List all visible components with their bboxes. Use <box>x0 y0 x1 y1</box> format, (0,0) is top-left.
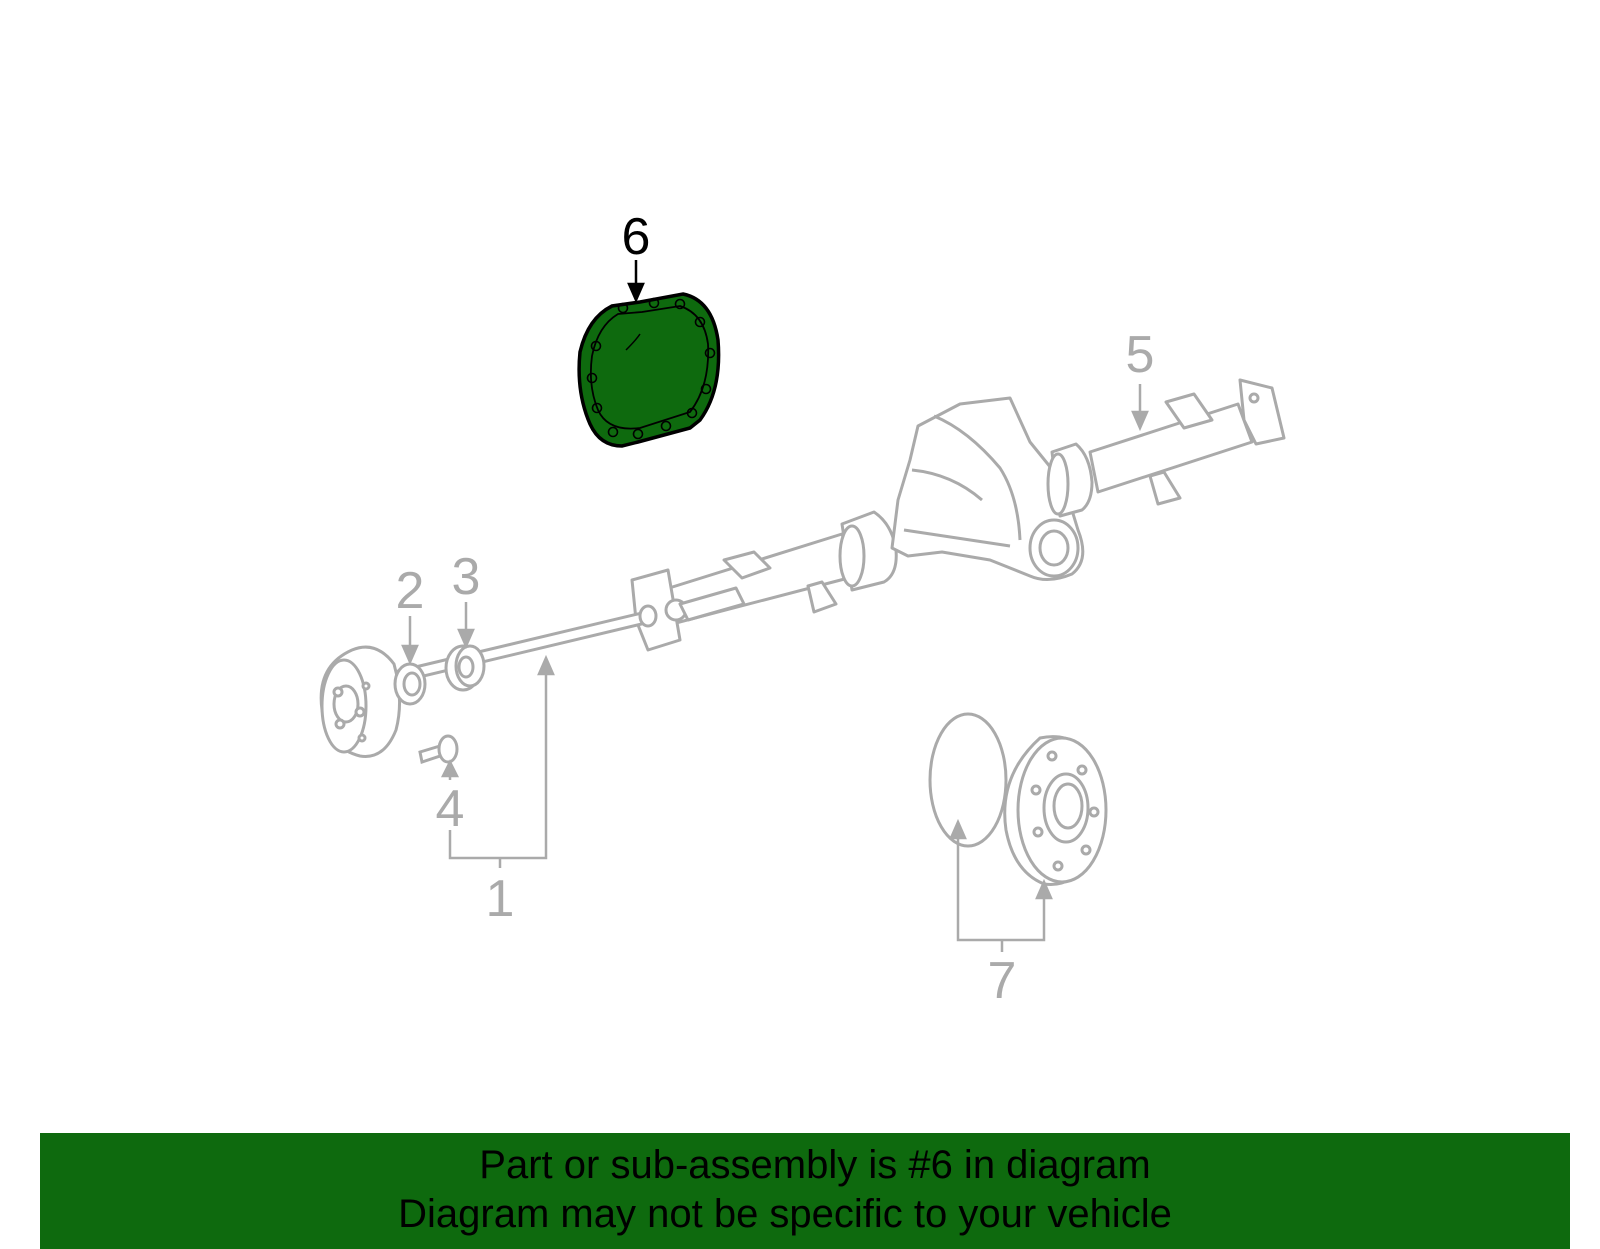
part-1-axle-shaft[interactable] <box>319 604 658 758</box>
part-7-gasket[interactable] <box>928 712 1008 848</box>
part-2-retainer[interactable] <box>393 662 427 706</box>
leader-4-1 <box>440 654 555 868</box>
info-banner: Part or sub-assembly is #6 in diagram Di… <box>40 1133 1570 1249</box>
leader-7 <box>949 818 1053 952</box>
leader-3 <box>457 602 475 650</box>
callout-1: 1 <box>486 870 515 928</box>
callout-7: 7 <box>988 952 1017 1010</box>
leader-2 <box>401 616 419 666</box>
part-5-axle-housing[interactable] <box>630 378 1286 652</box>
banner-line-part: Part or sub-assembly is #6 in diagram <box>479 1143 1151 1187</box>
callout-5: 5 <box>1126 326 1155 384</box>
banner-line-disclaimer: Diagram may not be specific to your vehi… <box>398 1192 1172 1236</box>
part-4-wheel-stud[interactable] <box>418 734 459 764</box>
part-3-wheel-bearing[interactable] <box>444 644 486 692</box>
leader-5 <box>1131 384 1149 432</box>
callout-2: 2 <box>396 562 425 620</box>
callout-6: 6 <box>622 208 651 266</box>
part-7-flange[interactable] <box>1003 735 1108 887</box>
callout-4: 4 <box>436 780 465 838</box>
callout-3: 3 <box>452 548 481 606</box>
leader-6 <box>627 260 645 304</box>
part-6-differential-cover[interactable] <box>577 292 721 448</box>
